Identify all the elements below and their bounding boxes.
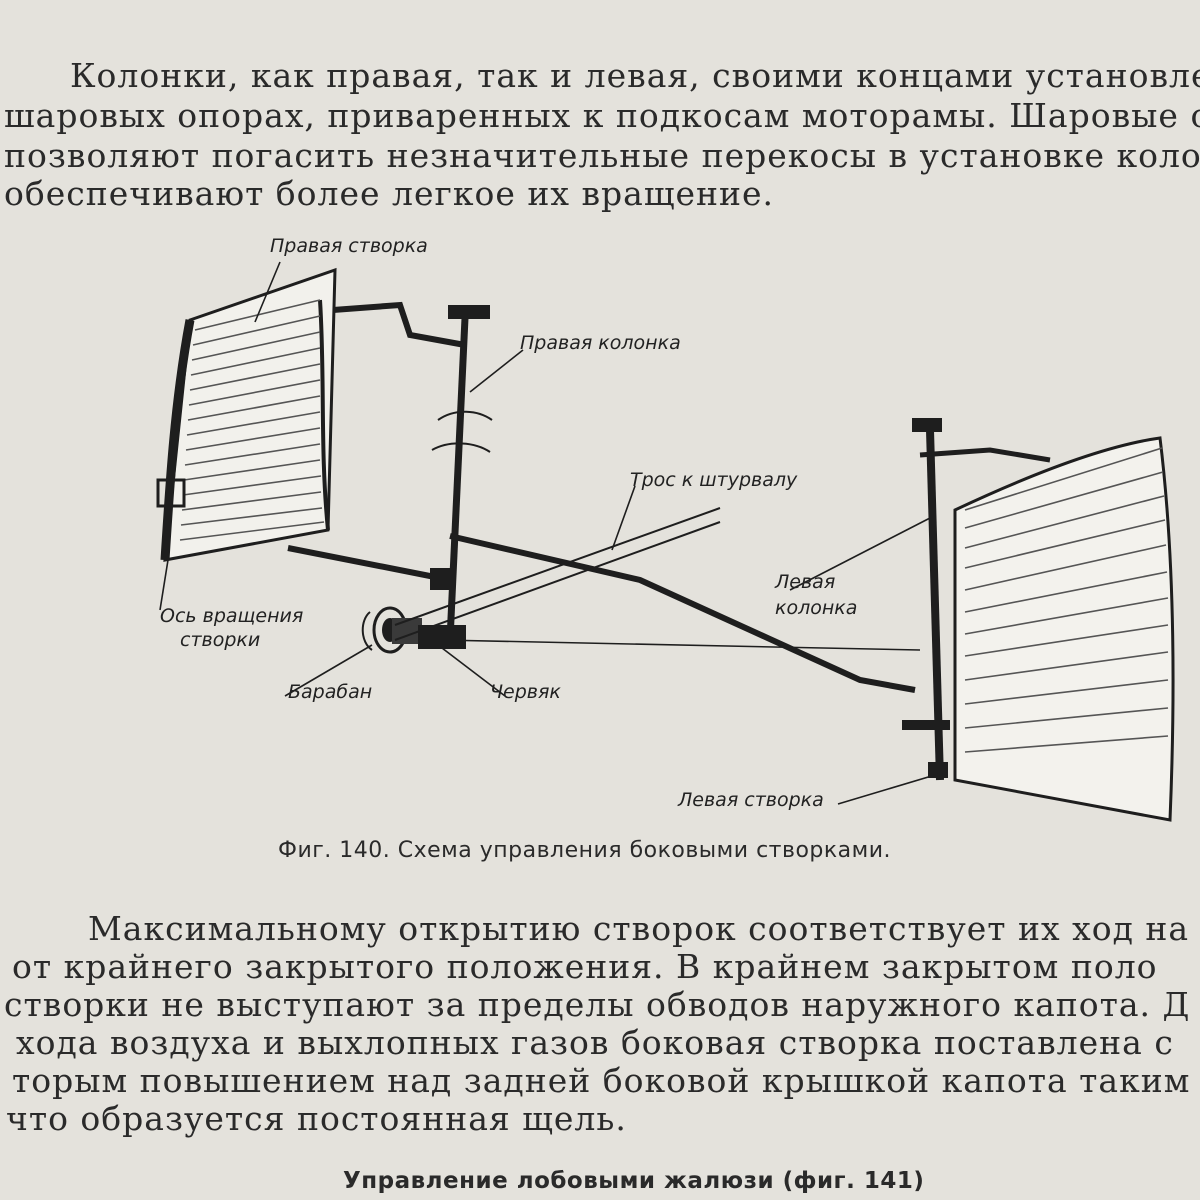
label-axis-line2: створки <box>180 629 260 651</box>
text-line: Максимальному открытию створок соответст… <box>88 909 1190 948</box>
text-line: торым повышением над задней боковой крыш… <box>12 1061 1200 1100</box>
label-axis-line1: Ось вращения <box>160 605 303 627</box>
text-line: хода воздуха и выхлопных газов боковая с… <box>16 1023 1174 1062</box>
left-flap <box>953 436 1175 822</box>
label-right-flap: Правая створка <box>270 235 428 257</box>
text-line: створки не выступают за пределы обводов … <box>4 985 1191 1024</box>
label-right-column: Правая колонка <box>520 332 681 354</box>
shafts <box>394 507 921 693</box>
label-left-column-line2: колонка <box>775 597 857 619</box>
figure-caption: Фиг. 140. Схема управления боковыми ство… <box>278 838 892 863</box>
text-line: Колонки, как правая, так и левая, своими… <box>70 56 1200 95</box>
label-cable: Трос к штурвалу <box>630 469 798 491</box>
flap-control-diagram: Правая створка Правая колонка Трос к шту… <box>156 235 1175 822</box>
paragraph-top: Колонки, как правая, так и левая, своими… <box>0 52 1200 222</box>
label-worm: Червяк <box>490 681 561 703</box>
text-line: шаровых опорах, приваренных к подкосам м… <box>4 96 1200 135</box>
paragraph-bottom: Максимальному открытию створок соответст… <box>0 905 1200 1145</box>
label-left-column-line1: Левая <box>774 571 835 593</box>
right-column <box>287 301 493 641</box>
leader-lines <box>159 261 946 805</box>
right-flap <box>156 267 337 562</box>
text-line: позволяют погасить незначительные переко… <box>4 136 1200 175</box>
label-drum: Барабан <box>288 681 372 703</box>
label-left-flap: Левая створка <box>677 789 824 811</box>
section-subheading: Управление лобовыми жалюзи (фиг. 141) <box>343 1168 925 1194</box>
text-line: обеспечивают более легкое их вращение. <box>4 174 775 213</box>
text-line: от крайнего закрытого положения. В крайн… <box>12 947 1158 986</box>
left-column <box>902 418 1051 781</box>
text-line: что образуется постоянная щель. <box>6 1099 627 1138</box>
